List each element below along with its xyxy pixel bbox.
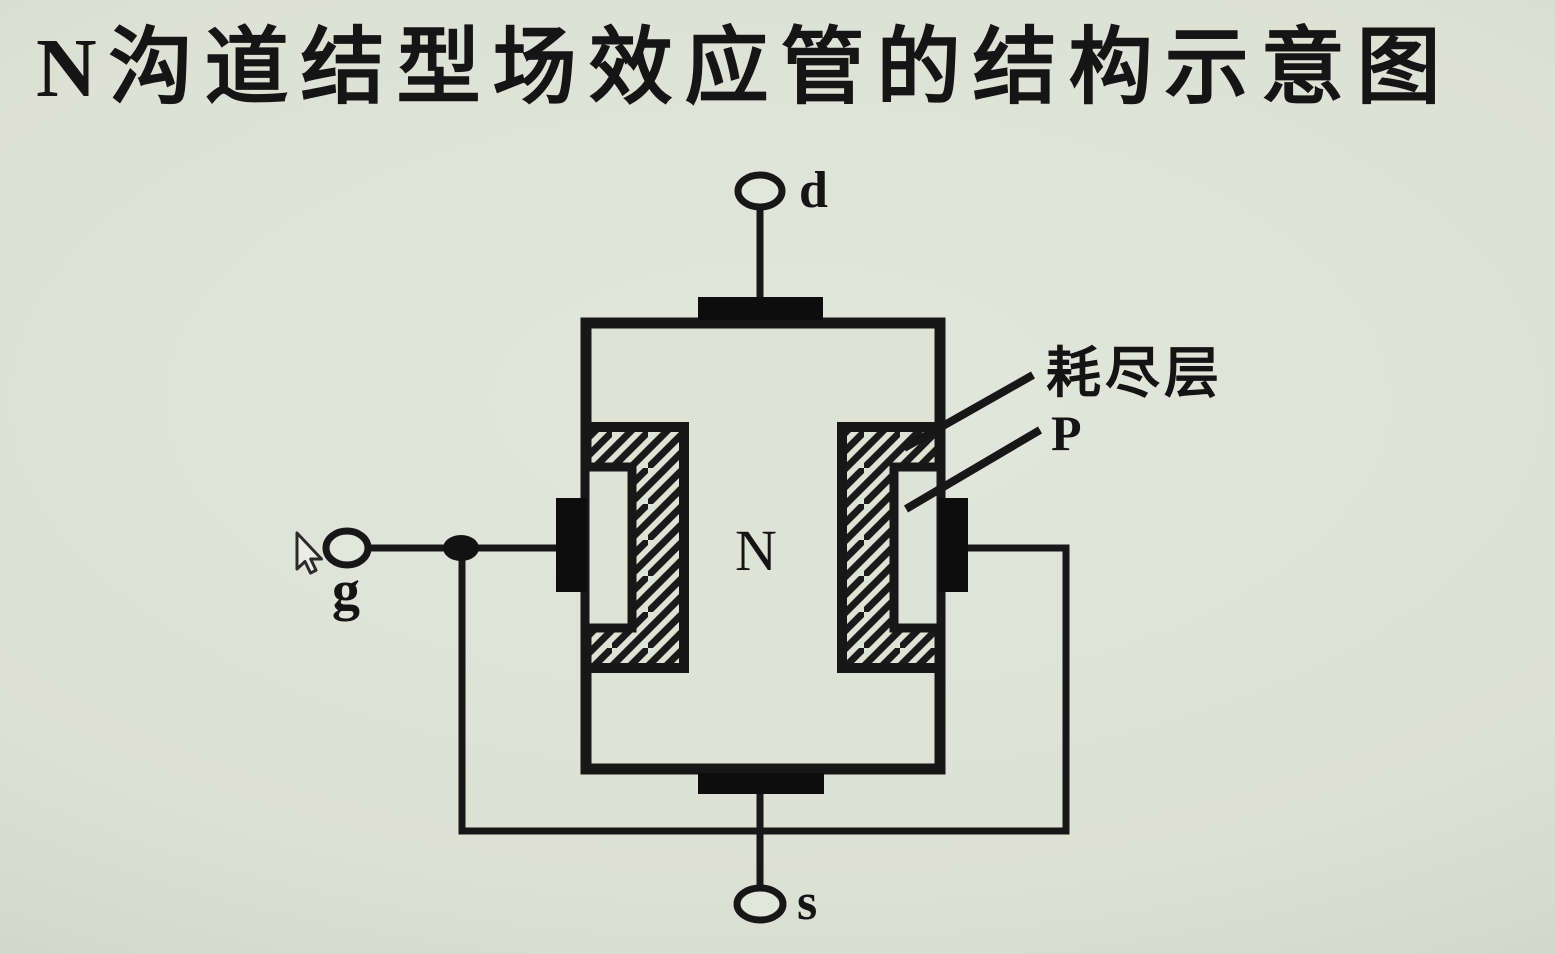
source-contact-bar [698, 773, 824, 794]
depletion-layer-leader-line [902, 371, 1035, 452]
gate-terminal-label: g [332, 560, 360, 622]
left-gate-contact [556, 498, 587, 592]
page-title: N沟道结型场效应管的结构示意图 [36, 22, 1453, 115]
depletion-layer-label: 耗尽层 [1046, 343, 1223, 404]
drain-terminal-label: d [799, 162, 828, 219]
left-p-region [580, 462, 637, 633]
p-region-label: P [1051, 405, 1082, 461]
drain-terminal-circle [734, 171, 786, 211]
source-terminal-label: s [797, 874, 817, 931]
wire-junction-dot [443, 535, 479, 561]
n-channel-label: N [735, 518, 777, 583]
gate-terminal-circle [322, 527, 372, 569]
right-gate-contact [939, 498, 968, 592]
mouse-cursor-icon [295, 531, 323, 575]
gate-loop-wire [458, 544, 1070, 835]
source-terminal-circle [733, 884, 787, 924]
drain-contact-bar [698, 297, 823, 320]
p-region-leader-line [903, 426, 1043, 513]
